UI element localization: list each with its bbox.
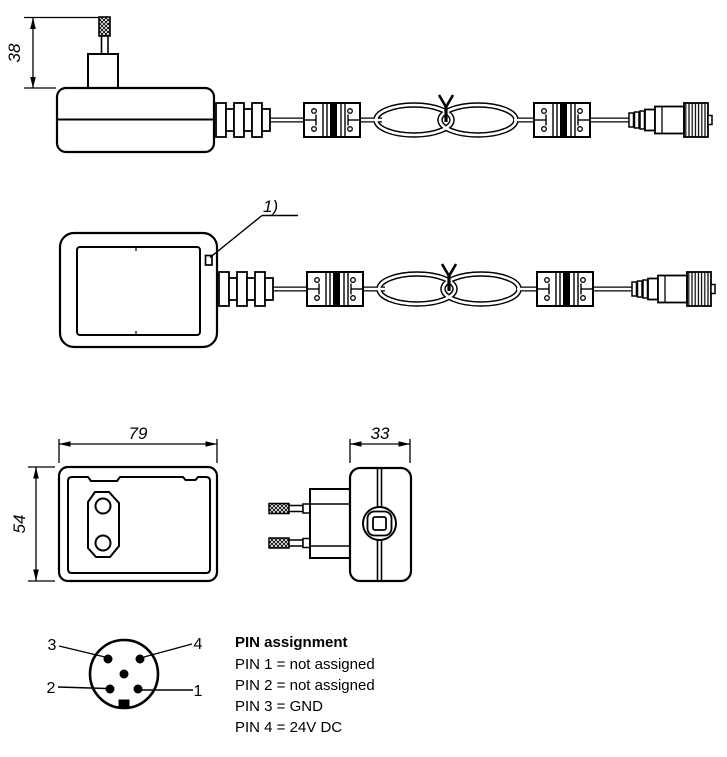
legend-row-pin1: PIN 1 = not assigned xyxy=(235,656,375,673)
pin-shaft xyxy=(288,539,304,547)
dimension-body-width: 79 xyxy=(58,424,218,463)
leader-pin-4 xyxy=(143,643,193,658)
pin-knurled-tip xyxy=(98,16,111,37)
legend-row-pin3: PIN 3 = GND xyxy=(235,698,323,715)
adapter-face-panel xyxy=(76,246,201,336)
pin-4-label: 4 xyxy=(194,636,203,653)
euro-socket xyxy=(87,491,120,558)
dim-33-label: 33 xyxy=(371,424,390,443)
side-view-with-plug: 38 xyxy=(5,16,712,154)
front-view: 1) xyxy=(58,197,715,349)
dim-54-label: 54 xyxy=(10,515,29,534)
plug-body xyxy=(309,488,351,559)
dimension-body-height: 54 xyxy=(10,466,55,582)
dim-79-label: 79 xyxy=(129,424,148,443)
keying-notch xyxy=(118,699,130,708)
pin-center-dot xyxy=(119,669,129,679)
pin-2-dot xyxy=(105,684,115,694)
pin-knurled-tip xyxy=(268,537,290,549)
socket-hole-bottom xyxy=(94,534,112,552)
pin-shaft xyxy=(100,35,109,55)
legend-row-pin4: PIN 4 = 24V DC xyxy=(235,719,342,736)
release-button-detail xyxy=(362,506,397,541)
pin-1-label: 1 xyxy=(194,683,203,700)
pin-assignment-legend: PIN assignment PIN 1 = not assigned PIN … xyxy=(235,634,375,736)
pin-shaft xyxy=(288,504,304,513)
pin-4-dot xyxy=(135,654,145,664)
plug-module xyxy=(87,53,119,90)
pin-knurled-tip xyxy=(268,502,290,515)
dimension-body-depth: 33 xyxy=(349,424,411,463)
pin-2-label: 2 xyxy=(47,680,56,697)
callout-led-label: 1) xyxy=(263,197,278,216)
cable-assembly-front xyxy=(219,264,715,306)
led-indicator xyxy=(204,254,213,266)
leader-pin-2 xyxy=(57,686,107,690)
legend-row-pin2: PIN 2 = not assigned xyxy=(235,677,375,694)
mains-pin-top xyxy=(98,16,111,55)
dimension-plug-height: 38 xyxy=(5,16,99,89)
side-profile-view: 33 xyxy=(268,424,413,583)
pin-base xyxy=(302,537,311,549)
socket-hole-top xyxy=(94,497,112,515)
leader-pin-3 xyxy=(58,645,106,658)
cable-assembly-top xyxy=(216,95,712,137)
rear-view: 79 54 xyxy=(10,424,219,583)
pin-connector-diagram: 3 4 2 1 xyxy=(47,636,203,710)
callout-led: 1) xyxy=(209,197,298,259)
euro-plug xyxy=(268,488,351,559)
pin-3-label: 3 xyxy=(48,637,57,654)
pin-1-dot xyxy=(133,684,143,694)
dim-38-label: 38 xyxy=(5,43,24,62)
pin-base xyxy=(302,503,311,514)
legend-title: PIN assignment xyxy=(235,634,348,651)
pin-3-dot xyxy=(103,654,113,664)
